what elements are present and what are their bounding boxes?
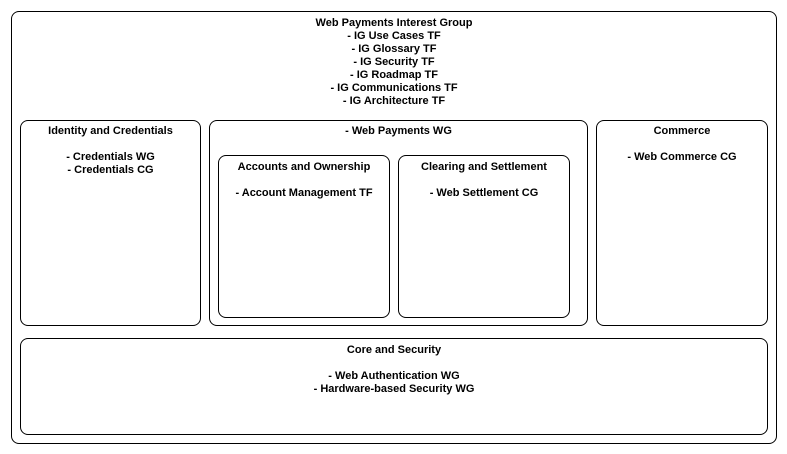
commerce-text: Commerce - Web Commerce CG [597, 125, 767, 164]
interest-group-text: Web Payments Interest Group - IG Use Cas… [12, 17, 776, 108]
web-payments-wg-title: - Web Payments WG [345, 125, 452, 137]
accounts-item: - Account Management TF [235, 187, 373, 199]
core-security-box: Core and Security - Web Authentication W… [20, 338, 768, 435]
commerce-item: - Web Commerce CG [627, 151, 737, 163]
core-security-item: - Web Authentication WG [328, 370, 460, 382]
web-payments-wg-text: - Web Payments WG [210, 125, 587, 138]
clearing-settlement-title: Clearing and Settlement [421, 161, 547, 173]
accounts-ownership-text: Accounts and Ownership - Account Managem… [219, 161, 389, 200]
commerce-box: Commerce - Web Commerce CG [596, 120, 768, 326]
spacer [219, 174, 389, 187]
accounts-ownership-box: Accounts and Ownership - Account Managem… [218, 155, 390, 318]
identity-credentials-title: Identity and Credentials [48, 125, 173, 137]
ig-item: - IG Glossary TF [351, 43, 437, 55]
ig-item: - IG Communications TF [330, 82, 458, 94]
interest-group-title: Web Payments Interest Group [315, 17, 473, 29]
ig-item: - IG Roadmap TF [350, 69, 438, 81]
clearing-item: - Web Settlement CG [429, 187, 539, 199]
ig-item: - IG Architecture TF [342, 95, 446, 107]
identity-item: - Credentials CG [67, 164, 154, 176]
clearing-settlement-box: Clearing and Settlement - Web Settlement… [398, 155, 570, 318]
identity-credentials-text: Identity and Credentials - Credentials W… [21, 125, 200, 177]
spacer [21, 138, 200, 151]
ig-item: - IG Security TF [353, 56, 435, 68]
identity-credentials-box: Identity and Credentials - Credentials W… [20, 120, 201, 326]
spacer [399, 174, 569, 187]
core-security-item: - Hardware-based Security WG [313, 383, 475, 395]
spacer [21, 357, 767, 370]
identity-item: - Credentials WG [66, 151, 155, 163]
commerce-title: Commerce [653, 125, 711, 137]
core-security-text: Core and Security - Web Authentication W… [21, 344, 767, 396]
core-security-title: Core and Security [346, 344, 442, 356]
clearing-settlement-text: Clearing and Settlement - Web Settlement… [399, 161, 569, 200]
ig-item: - IG Use Cases TF [347, 30, 441, 42]
spacer [597, 138, 767, 151]
accounts-ownership-title: Accounts and Ownership [237, 161, 371, 173]
